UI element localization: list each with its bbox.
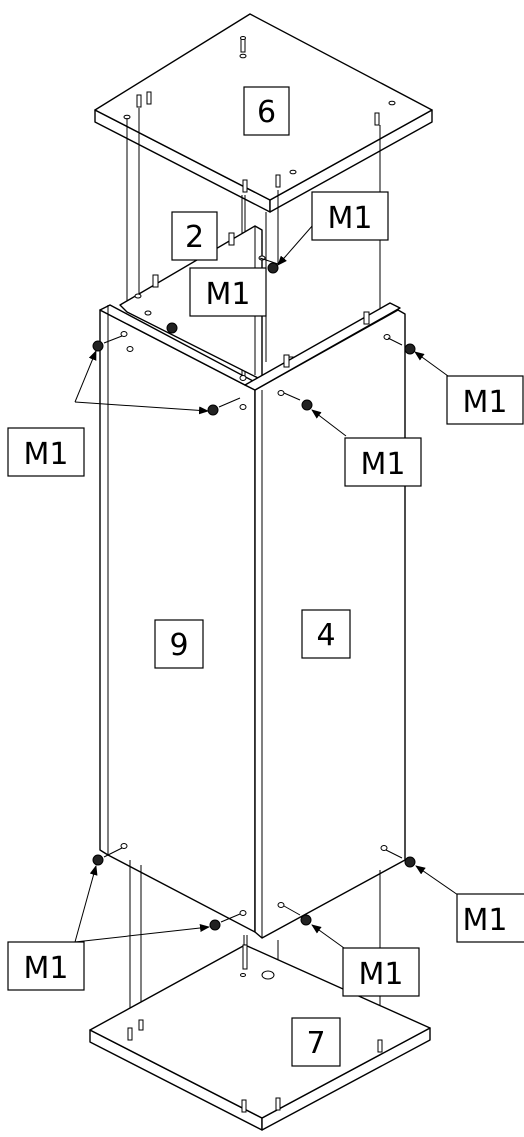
fitting-label-m1: M1 [342, 947, 420, 997]
top-panel-dowels [123, 36, 396, 193]
cam-fittings [92, 257, 416, 931]
svg-text:9: 9 [169, 628, 188, 663]
svg-text:M1: M1 [328, 201, 373, 236]
fitting-label-m1: M1 [344, 437, 422, 487]
fitting-label-m1: M1 [7, 427, 85, 477]
svg-text:M1: M1 [463, 903, 508, 938]
svg-text:M1: M1 [206, 277, 251, 312]
svg-text:6: 6 [257, 95, 276, 130]
svg-text:M1: M1 [463, 385, 508, 420]
part-label-2: 2 [171, 211, 218, 261]
svg-text:2: 2 [185, 220, 204, 255]
svg-text:M1: M1 [24, 437, 69, 472]
left-panel-9 [99, 304, 256, 933]
svg-text:4: 4 [316, 618, 335, 653]
part-label-6: 6 [243, 86, 290, 136]
svg-text:M1: M1 [359, 957, 404, 992]
fitting-label-m1: M1 [7, 941, 85, 991]
bottom-panel-7 [89, 944, 431, 1131]
part-label-4: 4 [301, 609, 351, 659]
svg-text:M1: M1 [361, 447, 406, 482]
leader-lines [74, 224, 459, 949]
svg-text:7: 7 [306, 1026, 325, 1061]
part-label-9: 9 [154, 619, 204, 669]
fitting-label-m1: M1 [446, 375, 524, 425]
fitting-label-m1: M1 [456, 893, 524, 943]
fitting-label-m1: M1 [189, 267, 267, 317]
fitting-label-m1: M1 [311, 191, 389, 241]
part-label-7: 7 [291, 1017, 341, 1067]
svg-text:M1: M1 [24, 951, 69, 986]
